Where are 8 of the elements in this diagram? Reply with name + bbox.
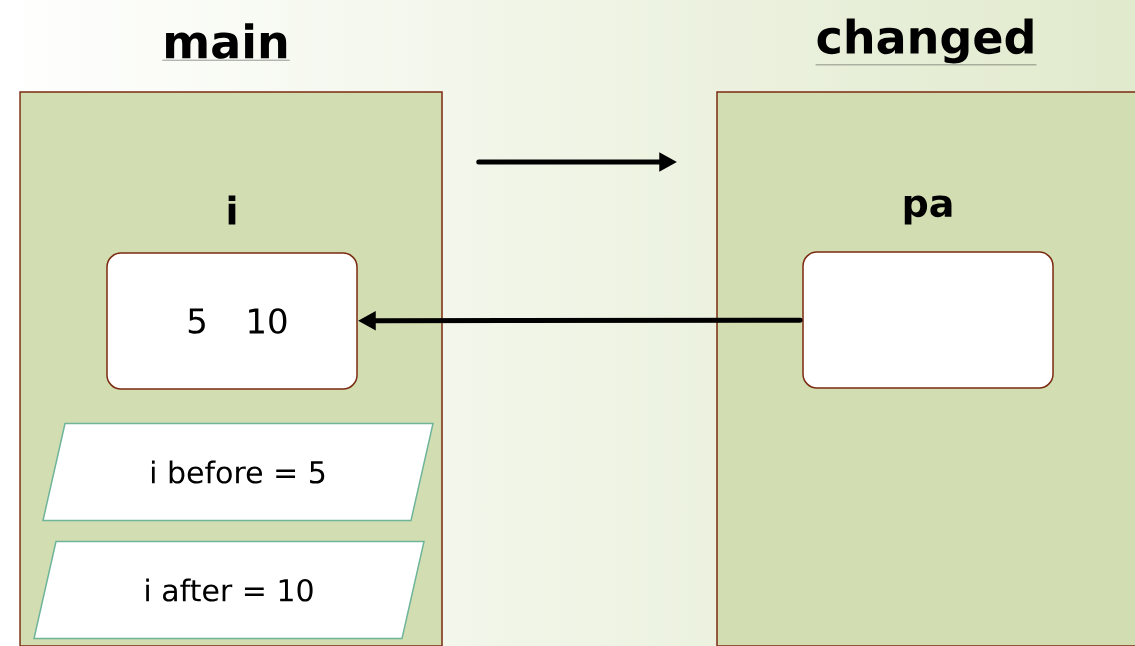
frame-title: changed [815, 18, 1037, 66]
output-box: i after = 10 [33, 540, 425, 640]
value-text: 5 [188, 308, 205, 334]
frame-title: main [162, 23, 290, 61]
variable-name: pa [904, 195, 952, 225]
variable-name: i [228, 195, 236, 225]
value-text: 10 [249, 308, 287, 334]
output-box: i before = 5 [42, 422, 434, 522]
